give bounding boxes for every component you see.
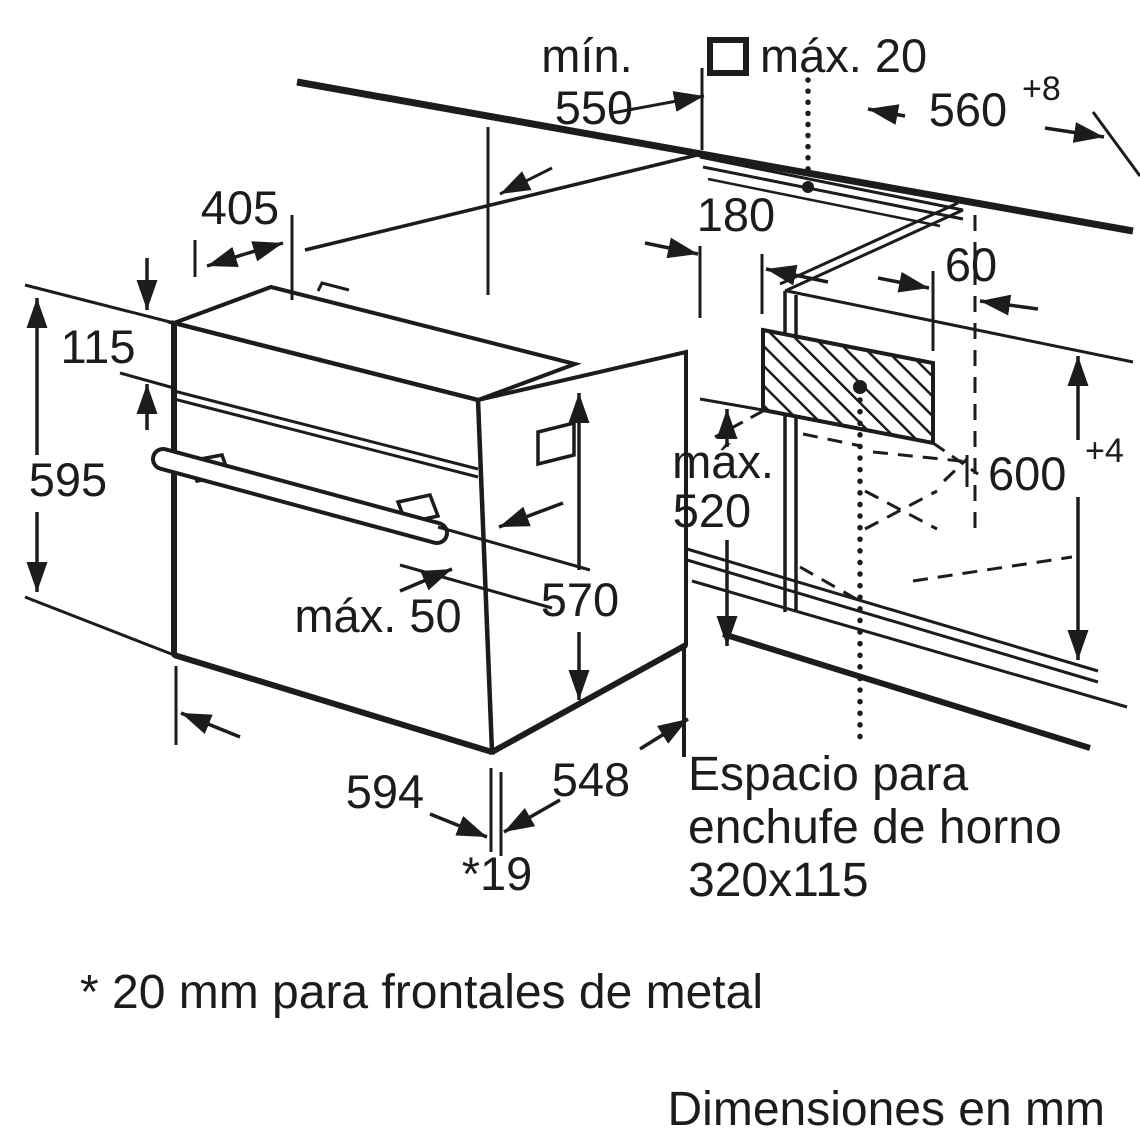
units-note-text: Dimensiones en mm [668,1083,1105,1136]
worktop-slot-top [699,155,964,212]
plinth-front-edge [722,631,1091,751]
socket-note-line1: Espacio para [688,748,968,801]
hidden-cross-1 [864,489,938,531]
arrow-405-b [244,241,284,262]
annotation-texts: Espacio para enchufe de horno 320x115 * … [80,748,1105,1136]
control-panel-bottom-2 [173,397,479,479]
label-600-tol: +4 [1085,432,1124,470]
label-min: mín. [541,29,632,82]
square-symbol-icon [707,37,749,76]
extension-lines [174,68,935,856]
label-max520-1: máx. [672,435,774,488]
label-max-20: máx. 20 [760,29,927,82]
dim-550-line-right [611,91,705,115]
oven-front-bottom-edge [173,652,493,755]
oven-top-notch [316,281,350,292]
arrow-560-right [1044,122,1105,143]
panel-bottom-reference-line [119,371,175,390]
arrow-594-left [180,711,241,739]
niche-top-left-edge-2 [779,201,959,286]
label-60: 60 [945,238,997,291]
arrow-max50-b [399,567,453,593]
oven [151,281,688,756]
label-115: 115 [61,320,136,373]
dimension-labels: mín. 550 máx. 20 560 +8 405 115 595 180 … [29,29,1124,900]
label-560: 560 [929,83,1007,136]
label-570: 570 [541,573,619,626]
label-600: 600 [988,447,1066,500]
arrow-405-a [206,246,246,268]
niche-hidden-lines [699,215,1073,602]
footnote-text: * 20 mm para frontales de metal [80,966,763,1019]
socket-point-marker [853,380,867,394]
socket-note-line2: enchufe de horno [688,801,1062,854]
handle-bar-fill [155,451,445,541]
hidden-line-4 [714,409,764,439]
max50-reference-line-1 [437,525,591,572]
gap-point-marker [802,181,814,193]
arrow-180-left [644,237,699,259]
label-max520-2: 520 [673,484,751,537]
hidden-back-bottom-edge [912,555,1073,583]
hidden-cross-2 [864,489,938,531]
left-cabinet-top-edge [304,153,698,252]
socket-space [761,327,935,747]
dimension-arrows [26,104,1105,839]
dim-550-line-left [499,166,553,196]
oven-top-reference-line [24,283,175,325]
label-594: 594 [346,765,424,818]
niche-bottom-edge-2 [686,558,1099,684]
hidden-line-1 [802,432,862,448]
label-550: 550 [555,81,633,134]
control-panel-bottom-1 [173,389,479,471]
arrow-548-left [503,798,561,834]
label-max-50: máx. 50 [294,589,461,642]
worktop-front-edge [296,78,1134,235]
arrow-60-right [979,294,1039,316]
label-405: 405 [201,181,279,234]
arrow-560-left [867,104,906,125]
hidden-line-5 [799,565,859,602]
worktop-slot-inner [707,177,941,228]
hidden-line-2 [872,450,971,464]
label-548: 548 [552,753,630,806]
side-vent-icon [536,420,576,467]
arrow-594-right [429,812,488,839]
label-595: 595 [29,453,107,506]
niche-bottom-edge-1 [686,547,1099,673]
worktop-slot-bottom [702,165,964,221]
arrow-max50-a [498,501,564,529]
label-560-tol: +8 [1022,70,1061,108]
worktop-gap-marker [707,37,814,193]
max50-reference-line-2 [399,563,553,610]
hidden-line-3 [932,441,979,476]
cabinet-bottom-line [691,579,1128,709]
arrow-548-right [639,717,689,751]
niche-top-front-line [786,289,1134,364]
label-19: *19 [462,847,533,900]
socket-hatch-area [761,327,935,446]
label-180: 180 [697,188,775,241]
arrow-180-right [765,264,829,286]
arrow-60-left [877,271,930,293]
socket-bottom-extension [699,397,764,412]
oven-bottom-reference-line [24,595,175,657]
socket-note-line3: 320x115 [688,854,869,907]
hidden-corner-1 [942,457,969,483]
